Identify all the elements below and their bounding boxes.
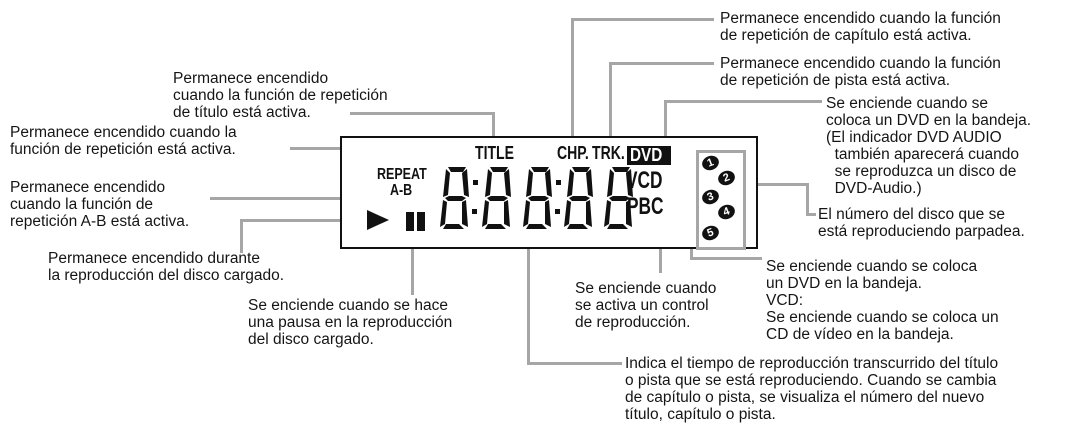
disc-2-icon: 2 bbox=[716, 168, 737, 188]
dvd-indicator-label: DVD bbox=[630, 145, 663, 165]
lcd-display-panel: REPEAT A-B TITLE CHP. TRK. bbox=[340, 136, 758, 249]
leader-line-chp-v bbox=[571, 18, 574, 158]
annotation-pbc: Se enciende cuando se activa un control … bbox=[575, 280, 717, 331]
title-indicator: TITLE bbox=[475, 143, 514, 163]
disc-5-icon: 5 bbox=[700, 223, 721, 243]
leader-line-title bbox=[350, 112, 495, 115]
annotation-chp: Permanece encendido cuando la función de… bbox=[720, 10, 1001, 44]
leader-line-chp bbox=[571, 18, 714, 21]
time-counter-digits bbox=[440, 167, 633, 229]
leader-line-play-v bbox=[240, 219, 243, 253]
pause-icon bbox=[406, 212, 426, 231]
leader-line-time-v bbox=[527, 240, 530, 365]
vcd-indicator: VCD bbox=[626, 167, 663, 194]
play-icon bbox=[367, 210, 389, 230]
annotation-trk: Permanece encendido cuando la función de… bbox=[720, 55, 1001, 89]
leader-line-repeat bbox=[290, 147, 381, 150]
annotation-title-repeat: Permanece encendido cuando la función de… bbox=[173, 70, 388, 121]
annotation-ab-repeat: Permanece encendido cuando la función de… bbox=[10, 179, 190, 230]
leader-line-trk-v bbox=[609, 62, 612, 158]
annotation-dvd: Se enciende cuando se coloca un DVD en l… bbox=[826, 95, 1032, 197]
leader-line-trk bbox=[609, 62, 714, 65]
leader-line-ab bbox=[210, 197, 378, 200]
leader-line-play bbox=[240, 219, 365, 222]
annotation-repeat: Permanece encendido cuando la función de… bbox=[10, 124, 237, 158]
leader-line-time bbox=[527, 362, 622, 365]
leader-line-dvd-v bbox=[664, 100, 667, 158]
leader-line-pbc bbox=[659, 246, 662, 273]
dvd-indicator: DVD bbox=[627, 145, 672, 165]
leader-line-pause bbox=[411, 245, 414, 295]
chapter-indicator: CHP. bbox=[557, 143, 589, 163]
annotation-disc-number: El número del disco que se está reproduc… bbox=[818, 206, 1025, 240]
disc-3-icon: 3 bbox=[700, 187, 721, 207]
leader-line-disc-h bbox=[743, 183, 809, 186]
leader-line-dvd bbox=[664, 100, 822, 103]
leader-line-vcd bbox=[690, 257, 762, 260]
pbc-indicator: PBC bbox=[627, 193, 664, 220]
leader-line-disc bbox=[806, 213, 816, 216]
leader-line-disc-v bbox=[806, 183, 809, 216]
disc-1-icon: 1 bbox=[700, 153, 721, 173]
disc-4-icon: 4 bbox=[716, 202, 737, 222]
track-indicator: TRK. bbox=[592, 143, 625, 163]
annotation-vcd: Se enciende cuando se coloca un DVD en l… bbox=[766, 258, 999, 343]
annotation-time: Indica el tiempo de reproducción transcu… bbox=[625, 355, 999, 423]
repeat-indicator: REPEAT bbox=[377, 166, 427, 183]
annotation-pause: Se enciende cuando se hace una pausa en … bbox=[248, 297, 453, 348]
disc-number-indicators: 1 2 3 4 5 bbox=[696, 150, 746, 250]
annotation-play: Permanece encendido durante la reproducc… bbox=[48, 250, 285, 284]
ab-indicator: A-B bbox=[390, 182, 413, 199]
leader-line-title-v bbox=[492, 112, 495, 156]
